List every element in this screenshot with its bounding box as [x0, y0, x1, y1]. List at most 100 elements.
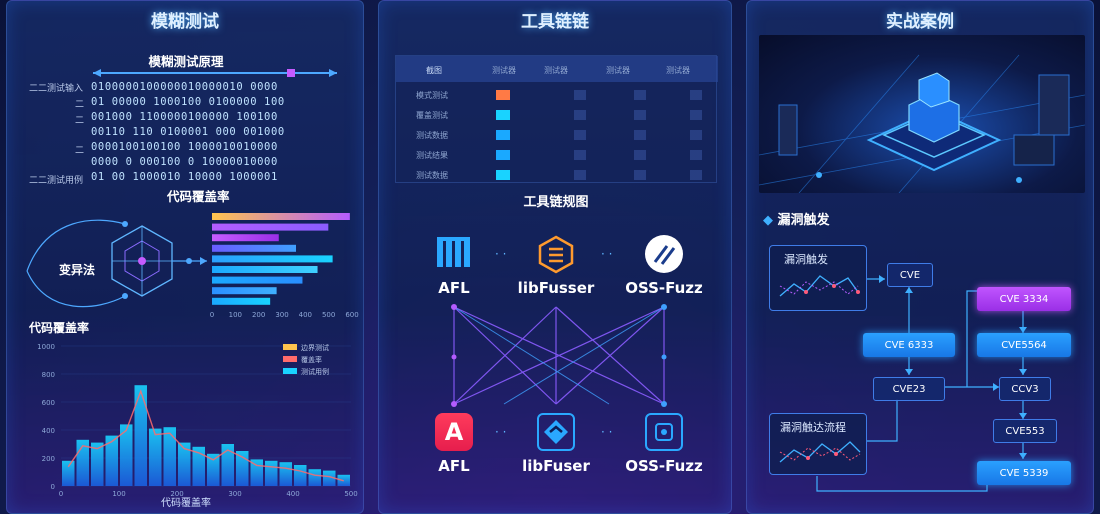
tool-libfusser-label: libFusser [517, 279, 595, 297]
hbar-tick-label: 100 [229, 311, 242, 319]
dots-separator: · · [601, 425, 613, 439]
fuzz-panel-title: 模糊测试 [151, 12, 219, 32]
hist-bar [178, 442, 191, 486]
trigger-box: 漏洞触发 [769, 245, 867, 311]
flow-sparkline [779, 441, 861, 463]
tool-libfuser-label: libFuser [522, 457, 590, 475]
dots-separator: · · [495, 425, 507, 439]
hist-bar [236, 451, 249, 486]
binary-row: 0000 0 000100 0 10000010000 [91, 156, 278, 168]
coverage-bottom-title: 代码覆盖率 [29, 321, 90, 335]
dots-separator: · · [601, 247, 613, 261]
hbar-tick-label: 500 [322, 311, 335, 319]
table-row-label: 测试数据 [416, 131, 448, 140]
legend-swatch [283, 344, 297, 350]
tool-table: 截图 测试器 测试器 测试器 测试器 模式测试 覆盖测试 测试数据 测试结果 测… [395, 55, 718, 183]
hist-bar [105, 435, 118, 486]
trigger-box-label: 漏洞触发 [784, 253, 828, 266]
table-cell-swatch [496, 90, 510, 100]
vuln-title-wrap: ◆ 漏洞触发 [763, 209, 830, 228]
cases-panel: 实战案例 ◆ 漏洞触发 漏洞触发 漏洞触达流程 [746, 0, 1094, 514]
coverage-bar [212, 244, 296, 252]
tool-oss-fuzz-label: OSS-Fuzz [625, 279, 703, 297]
oss-fuzz-chip-icon [645, 413, 683, 451]
table-header-cell: 测试器 [666, 66, 690, 75]
hbar-tick-label: 300 [275, 311, 288, 319]
hist-bar [149, 428, 162, 486]
legend-swatch [283, 356, 297, 362]
hist-ytick-label: 200 [42, 455, 55, 463]
hist-bar [323, 470, 336, 486]
cve-flow-lines [816, 275, 1027, 492]
table-header-cell: 截图 [426, 66, 442, 75]
table-column-fill [574, 90, 586, 180]
hbar-tick-label: 200 [252, 311, 265, 319]
hbar-tick-label: 600 [345, 311, 358, 319]
diamond-icon: ◆ [763, 213, 778, 228]
cases-panel-title: 实战案例 [886, 12, 954, 32]
libfusser-icon [537, 235, 575, 274]
toolchain-panel: 工具链链 截图 测试器 测试器 测试器 测试器 模式测试 覆盖测试 测试数据 测… [378, 0, 732, 514]
coverage-title: 代码覆盖率 [167, 189, 230, 204]
principle-arrow [93, 69, 337, 77]
binary-row: 00110 110 0100001 000 001000 [91, 126, 285, 138]
table-header-cell: 测试器 [492, 66, 516, 75]
hist-bar [163, 427, 176, 486]
table-cell-swatch [496, 130, 510, 140]
cve-node-a: CVE [887, 263, 933, 287]
hist-bar [294, 465, 307, 486]
cve-node-b: CVE 6333 [863, 333, 955, 357]
coverage-bar [212, 297, 271, 305]
table-header-cell: 测试器 [544, 66, 568, 75]
dots-separator: · · [495, 247, 507, 261]
flow-box-label: 漏洞触达流程 [780, 421, 846, 434]
arch-title: 工具链规图 [523, 195, 589, 210]
binary-row: 01 00000 1000100 0100000 100 [91, 96, 285, 108]
hist-ytick-label: 0 [51, 483, 55, 491]
libfuser-icon [537, 413, 575, 451]
table-header-cell: 测试器 [606, 66, 630, 75]
hbar-tick-label: 0 [210, 311, 214, 319]
hist-bar [265, 460, 278, 486]
hist-xtick-label: 0 [59, 490, 63, 498]
legend-swatch [283, 368, 297, 374]
coverage-bar [212, 287, 277, 295]
hist-xtick-label: 300 [228, 490, 241, 498]
coverage-bar [212, 223, 329, 231]
binary-side-label: 二二测试输入 [29, 84, 84, 94]
hist-bar [91, 442, 104, 486]
table-row-label: 覆盖测试 [416, 111, 448, 120]
hist-ytick-label: 1000 [37, 343, 55, 351]
hist-bar [308, 469, 321, 486]
coverage-bar [212, 276, 303, 284]
binary-side-label: 二 [75, 146, 85, 156]
toolchain-panel-title: 工具链链 [521, 12, 589, 32]
table-cell-swatch [496, 110, 510, 120]
coverage-bar [212, 255, 333, 263]
hist-trend-line [67, 389, 344, 482]
hist-xtick-label: 100 [112, 490, 125, 498]
binary-row: 0100000100000010000010 0000 [91, 81, 278, 93]
hist-bar [207, 453, 220, 486]
table-column-fill [690, 90, 702, 180]
coverage-hbar-chart: 0 100 200 300 400 500 600 [210, 213, 359, 319]
table-row-label: 测试结果 [416, 151, 448, 160]
oss-fuzz-icon [645, 235, 683, 273]
server-scene-illustration [759, 35, 1085, 193]
tool-table-header [396, 56, 718, 82]
table-cell-swatch [496, 170, 510, 180]
hist-bar [279, 462, 292, 486]
hist-ytick-label: 400 [42, 427, 55, 435]
trigger-sparkline [779, 275, 860, 297]
hist-bar [192, 446, 205, 486]
cve-node-e: CVE5564 [977, 333, 1071, 357]
hist-xtick-label: 500 [344, 490, 357, 498]
hist-xtick-label: 200 [170, 490, 183, 498]
tool-oss-fuzz-bottom-label: OSS-Fuzz [625, 457, 703, 475]
hbar-tick-label: 400 [299, 311, 312, 319]
table-row-label: 测试数据 [416, 171, 448, 180]
cve-node-d: CVE 3334 [977, 287, 1071, 311]
hist-bar [62, 460, 75, 486]
coverage-bar [212, 213, 350, 220]
